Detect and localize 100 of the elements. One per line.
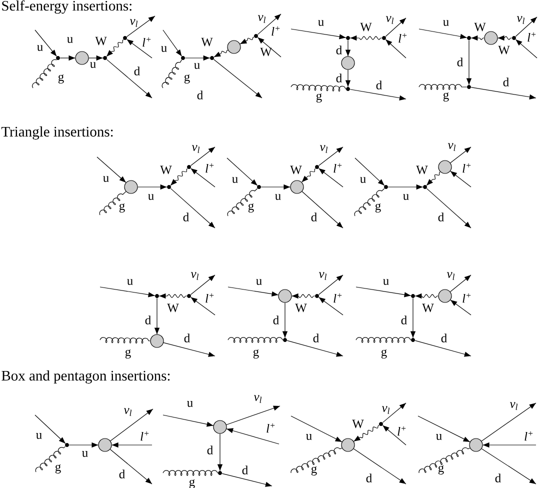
edge-label: l$^{+}$ bbox=[140, 431, 149, 441]
edge-label: ν$_{l}$ bbox=[318, 272, 327, 280]
edge-label: d bbox=[184, 334, 190, 342]
arrow bbox=[345, 40, 351, 56]
edge-label: g bbox=[253, 349, 259, 359]
wavy-arrow bbox=[158, 293, 188, 299]
wavy-arrow bbox=[302, 168, 316, 182]
edge-label: u bbox=[127, 279, 133, 285]
arrow bbox=[106, 59, 152, 98]
arrow bbox=[34, 414, 66, 444]
arrow bbox=[286, 340, 344, 357]
edge-label: W bbox=[95, 36, 107, 46]
edge-label: l$^{+}$ bbox=[398, 33, 407, 43]
arrow bbox=[162, 414, 214, 427]
arrow bbox=[515, 39, 538, 58]
edge-label: l$^{+}$ bbox=[462, 293, 471, 303]
arrow bbox=[414, 340, 472, 357]
arrow bbox=[385, 18, 406, 37]
edge-label: d bbox=[336, 74, 342, 82]
blob-circle bbox=[290, 180, 304, 194]
edge-label: u bbox=[403, 194, 409, 200]
arrow bbox=[382, 402, 406, 423]
arrow bbox=[410, 298, 416, 338]
wavy-arrow bbox=[498, 35, 512, 41]
arrow bbox=[34, 30, 57, 57]
wavy-arrow bbox=[292, 293, 316, 299]
edge-label: d bbox=[183, 212, 189, 222]
curly-line bbox=[418, 447, 470, 474]
edge-label: W bbox=[260, 48, 272, 56]
edge-label: u bbox=[306, 434, 312, 440]
arrow bbox=[190, 297, 216, 316]
edge-label: u bbox=[36, 433, 42, 439]
arrow bbox=[318, 297, 344, 316]
arrow bbox=[257, 37, 282, 58]
edge-label: W bbox=[474, 22, 486, 32]
edge-label: d bbox=[273, 316, 279, 324]
arrow bbox=[482, 442, 536, 448]
edge-label: d bbox=[438, 212, 444, 222]
edge-label: ν$_{l}$ bbox=[516, 16, 525, 24]
arrow bbox=[154, 298, 160, 334]
blob-circle bbox=[98, 438, 112, 452]
curly-line bbox=[162, 60, 182, 88]
blob-circle bbox=[484, 31, 498, 45]
arrow bbox=[345, 70, 351, 88]
edge-label: g bbox=[119, 203, 125, 213]
arrow bbox=[138, 184, 168, 190]
edge-label: u bbox=[436, 434, 442, 440]
arrow bbox=[450, 300, 472, 316]
arrow bbox=[481, 448, 536, 484]
blob-circle bbox=[150, 334, 164, 348]
edge-label: l$^{+}$ bbox=[462, 163, 471, 173]
edge-label: g bbox=[58, 74, 64, 84]
edge-label: d bbox=[336, 46, 342, 54]
arrow bbox=[112, 442, 152, 448]
edge-label: u bbox=[443, 20, 449, 26]
edge-label: l$^{+}$ bbox=[528, 32, 536, 42]
wavy-arrow bbox=[106, 39, 124, 57]
curly-line bbox=[227, 188, 258, 216]
arrow bbox=[515, 16, 538, 37]
curly-line bbox=[290, 447, 342, 474]
edge-label: u bbox=[37, 45, 43, 51]
edge-label: u bbox=[275, 194, 281, 200]
edge-label: W bbox=[416, 166, 428, 174]
curly-line bbox=[100, 337, 150, 344]
edge-label: W bbox=[360, 22, 372, 32]
curly-line bbox=[162, 470, 218, 476]
edge-label: d bbox=[495, 474, 501, 482]
edge-label: l$^{+}$ bbox=[334, 163, 342, 173]
edge-label: u bbox=[360, 177, 366, 183]
edge-label: d bbox=[401, 316, 407, 324]
edge-label: g bbox=[184, 74, 190, 84]
arrow bbox=[162, 30, 182, 56]
edge-label: d bbox=[119, 470, 125, 478]
arrow bbox=[110, 408, 154, 442]
edge-label: ν$_{l}$ bbox=[386, 16, 394, 24]
edge-label: ν$_{l}$ bbox=[382, 406, 390, 414]
edge-label: l$^{+}$ bbox=[266, 423, 275, 433]
edge-label: ν$_{l}$ bbox=[510, 402, 518, 410]
arrow bbox=[290, 28, 346, 40]
edge-label: u bbox=[383, 279, 389, 285]
edge-label: g bbox=[375, 203, 381, 213]
arrow bbox=[318, 146, 344, 166]
edge-label: d bbox=[134, 66, 140, 76]
arrow bbox=[170, 188, 216, 228]
section-heading: Self-energy insertions: bbox=[2, 0, 132, 14]
edge-label: d bbox=[207, 446, 213, 454]
blob-circle bbox=[75, 51, 89, 65]
arrow bbox=[88, 55, 104, 61]
wavy-arrow bbox=[470, 35, 484, 41]
arrow bbox=[382, 425, 406, 446]
edge-label: d bbox=[457, 58, 463, 66]
arrow bbox=[466, 40, 472, 86]
wavy-arrow bbox=[170, 168, 188, 186]
edge-label: ν$_{l}$ bbox=[190, 272, 199, 280]
edge-label: ν$_{l}$ bbox=[124, 408, 132, 416]
edge-label: W bbox=[160, 166, 172, 174]
arrow bbox=[190, 168, 216, 188]
edge-label: u bbox=[67, 37, 73, 43]
edge-label: ν$_{l}$ bbox=[192, 145, 200, 153]
arrow bbox=[418, 416, 470, 442]
